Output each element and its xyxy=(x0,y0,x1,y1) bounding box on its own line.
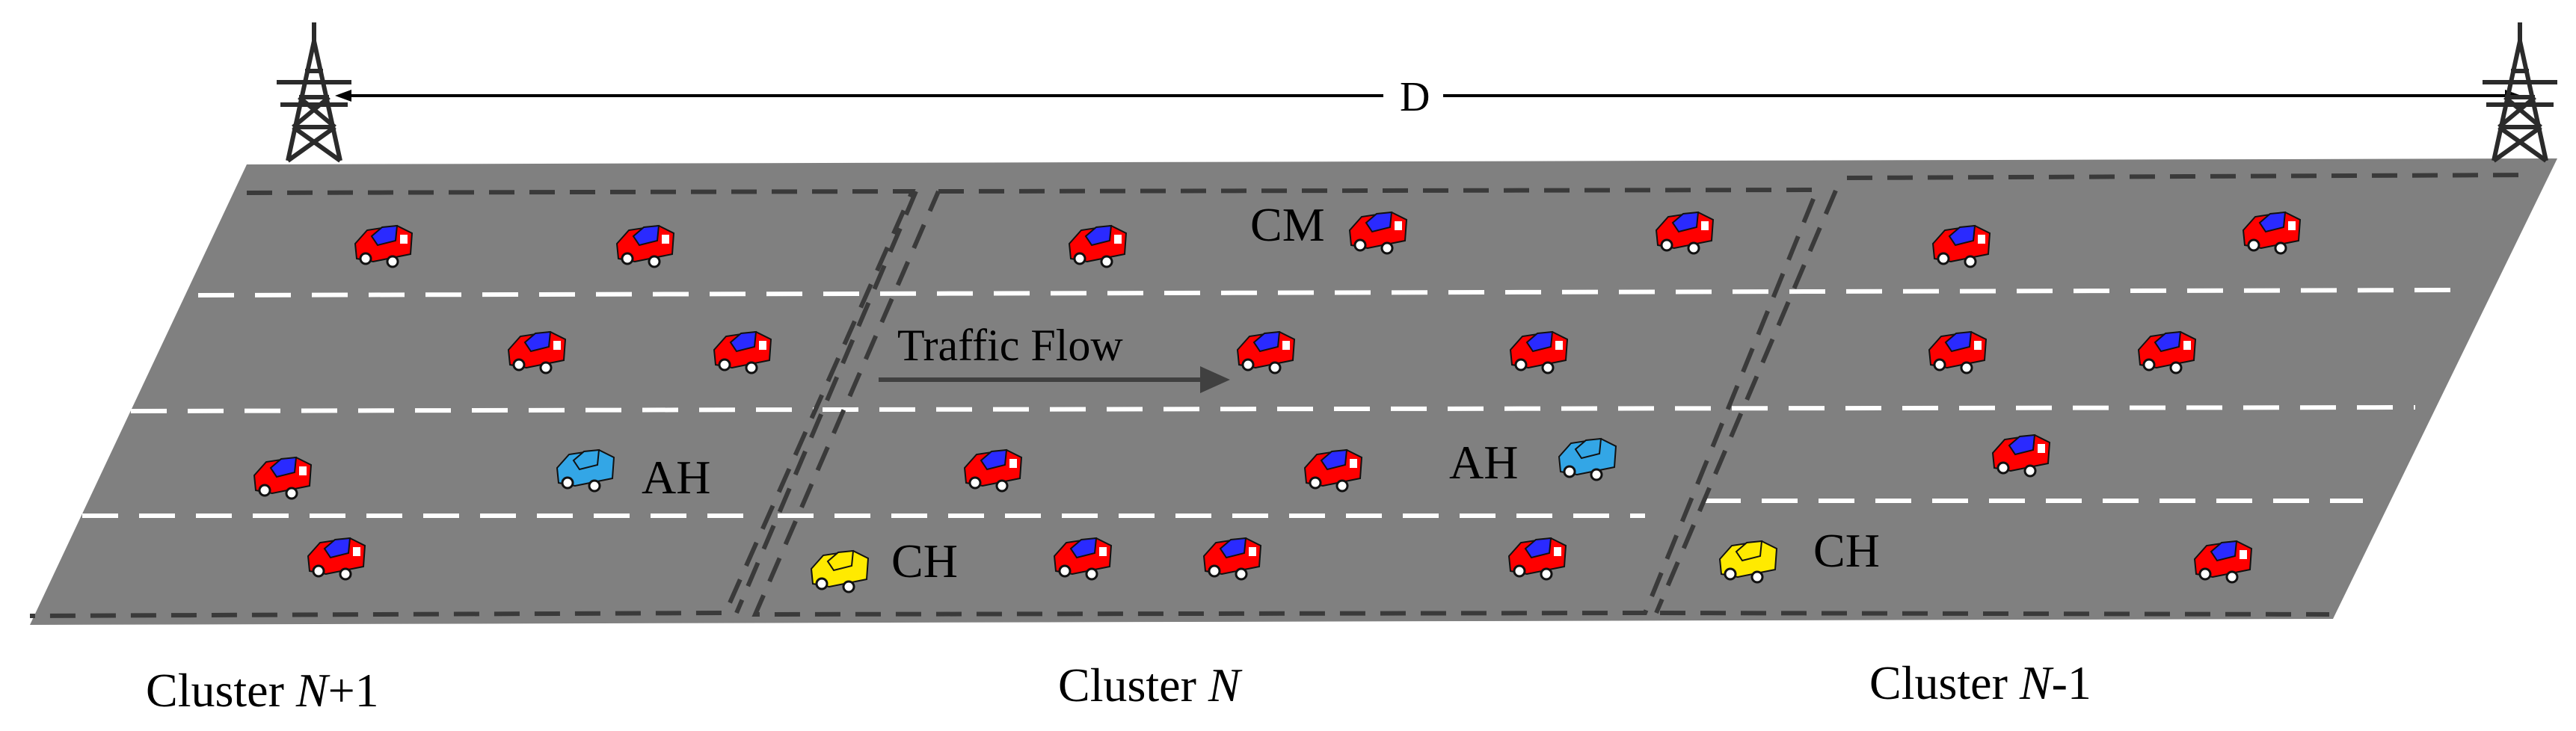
ah-label-mid: AH xyxy=(1449,436,1518,489)
cluster-borders xyxy=(29,173,2532,618)
cluster-label-middle: Cluster N xyxy=(1058,658,1243,712)
auxiliary-head-vehicle-icon xyxy=(1558,437,1617,481)
member-vehicle-icon xyxy=(354,224,414,268)
member-vehicle-icon xyxy=(1236,330,1296,374)
lane-markings xyxy=(82,288,2468,518)
road-surface xyxy=(30,158,2557,625)
cluster-head-vehicle-icon xyxy=(1718,540,1778,584)
auxiliary-head-vehicle-icon xyxy=(556,448,615,493)
member-vehicle-icon xyxy=(1053,537,1113,581)
vehicles xyxy=(253,211,2302,593)
member-vehicle-icon xyxy=(2137,330,2197,374)
left-tower-icon xyxy=(277,22,351,163)
member-vehicle-icon xyxy=(1303,448,1363,493)
distance-label: D xyxy=(1400,74,1430,120)
member-vehicle-icon xyxy=(507,330,567,374)
traffic-flow-label: Traffic Flow xyxy=(897,321,1123,370)
member-vehicle-icon xyxy=(2193,540,2253,584)
member-vehicle-icon xyxy=(1655,211,1715,255)
member-vehicle-icon xyxy=(963,448,1023,493)
member-vehicle-icon xyxy=(1991,434,2051,478)
member-vehicle-icon xyxy=(1931,224,1991,268)
member-vehicle-icon xyxy=(615,224,675,268)
distance-indicator: D xyxy=(335,74,2521,120)
right-tower-icon xyxy=(2483,22,2557,163)
traffic-flow-indicator: Traffic Flow xyxy=(879,321,1230,393)
member-vehicle-icon xyxy=(1509,330,1569,374)
cluster-label-right: Cluster N-1 xyxy=(1869,656,2091,709)
cm-label: CM xyxy=(1250,198,1325,251)
cluster-label-left: Cluster N+1 xyxy=(146,664,379,717)
member-vehicle-icon xyxy=(1507,537,1567,581)
member-vehicle-icon xyxy=(1928,330,1988,374)
member-vehicle-icon xyxy=(1068,224,1128,268)
member-vehicle-icon xyxy=(1348,211,1408,255)
ch-label-right: CH xyxy=(1813,524,1880,577)
member-vehicle-icon xyxy=(253,456,313,500)
member-vehicle-icon xyxy=(1202,537,1262,581)
member-vehicle-icon xyxy=(2242,211,2302,255)
cluster-head-vehicle-icon xyxy=(810,549,870,593)
ah-label-left: AH xyxy=(642,451,710,504)
member-vehicle-icon xyxy=(307,537,366,581)
ch-label-mid: CH xyxy=(891,534,958,587)
member-vehicle-icon xyxy=(713,330,772,374)
